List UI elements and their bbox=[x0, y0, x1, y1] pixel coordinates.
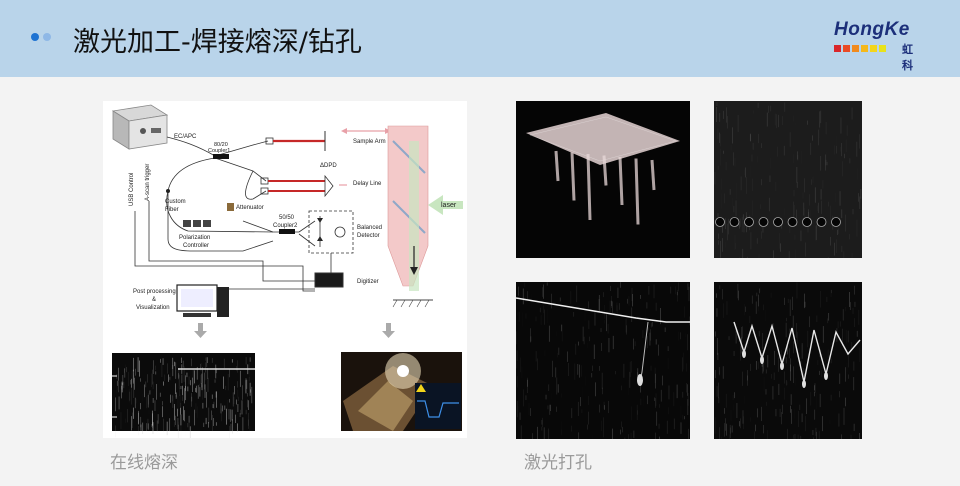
ascan-label: A-scan trigger bbox=[145, 164, 151, 201]
logo-square bbox=[843, 45, 850, 52]
laser-welding-photo bbox=[341, 352, 462, 431]
logo-square bbox=[879, 45, 886, 52]
dot-dark bbox=[31, 33, 39, 41]
balanced-label-1: Balanced bbox=[357, 225, 382, 231]
weld-depth-bscan-image bbox=[112, 353, 255, 442]
post-processing-label-1: Post processing bbox=[133, 289, 176, 295]
oct-diagram: USB Control A-scan trigger EC/APC 80/20 … bbox=[111, 104, 463, 442]
polarization-label-2: Controller bbox=[183, 243, 209, 249]
logo-square bbox=[870, 45, 877, 52]
post-processing-label-2: & bbox=[152, 297, 156, 303]
light-source-box-icon bbox=[111, 104, 169, 150]
dpd-label: ΔDPD bbox=[320, 163, 337, 169]
page-title: 激光加工-焊接熔深/钻孔 bbox=[73, 27, 362, 58]
computer-icon bbox=[176, 284, 229, 317]
post-processing-label-3: Visualization bbox=[136, 305, 170, 311]
coupler2-label-2: Coupler2 bbox=[273, 223, 298, 229]
down-arrow-icon bbox=[382, 323, 395, 338]
delay-line-label: Delay Line bbox=[353, 181, 382, 187]
laser-arrow-icon bbox=[428, 195, 463, 215]
coupler1-icon bbox=[213, 154, 229, 159]
polarization-label-1: Polarization bbox=[179, 235, 210, 241]
laser-label: laser bbox=[441, 202, 457, 209]
polarization-controller-icon bbox=[183, 220, 211, 227]
caption-weld-depth: 在线熔深 bbox=[110, 453, 178, 473]
coupler1-label-1: 80/20 bbox=[214, 142, 228, 148]
digitizer-icon bbox=[314, 272, 344, 288]
drilling-surface-photo bbox=[714, 101, 862, 258]
drilling-bscan-2 bbox=[714, 282, 862, 439]
header-bar: 激光加工-焊接熔深/钻孔 HongKe 虹科 bbox=[0, 0, 960, 77]
sample-arm-label: Sample Arm bbox=[353, 139, 386, 145]
balanced-detector-icon bbox=[308, 210, 354, 254]
custom-fiber-label-2: Fiber bbox=[165, 207, 179, 213]
down-arrow-icon bbox=[194, 323, 207, 338]
logo-cn: 虹科 bbox=[902, 43, 913, 72]
logo-square bbox=[852, 45, 859, 52]
caption-laser-drilling: 激光打孔 bbox=[524, 453, 592, 473]
attenuator-icon bbox=[227, 203, 234, 211]
drilling-3d-photo bbox=[516, 101, 690, 258]
coupler1-label-2: Coupler1 bbox=[208, 148, 230, 154]
usb-control-label: USB Control bbox=[129, 173, 135, 206]
digitizer-label: Digitizer bbox=[357, 279, 379, 285]
laser-head-icon bbox=[387, 125, 433, 308]
oct-diagram-panel: USB Control A-scan trigger EC/APC 80/20 … bbox=[103, 101, 467, 442]
logo-square bbox=[834, 45, 841, 52]
dot-light bbox=[43, 33, 51, 41]
logo-text: HongKe bbox=[834, 19, 910, 40]
attenuator-label: Attenuator bbox=[236, 205, 264, 211]
drilling-bscan-1 bbox=[516, 282, 690, 439]
coupler2-label-1: 50/50 bbox=[279, 215, 295, 221]
balanced-label-2: Detector bbox=[357, 233, 380, 239]
hongke-logo: HongKe 虹科 bbox=[834, 19, 913, 72]
custom-fiber-label-1: Custom bbox=[165, 199, 186, 205]
coupler2-icon bbox=[279, 229, 295, 234]
ecapc-label: EC/APC bbox=[174, 134, 197, 140]
logo-square bbox=[861, 45, 868, 52]
